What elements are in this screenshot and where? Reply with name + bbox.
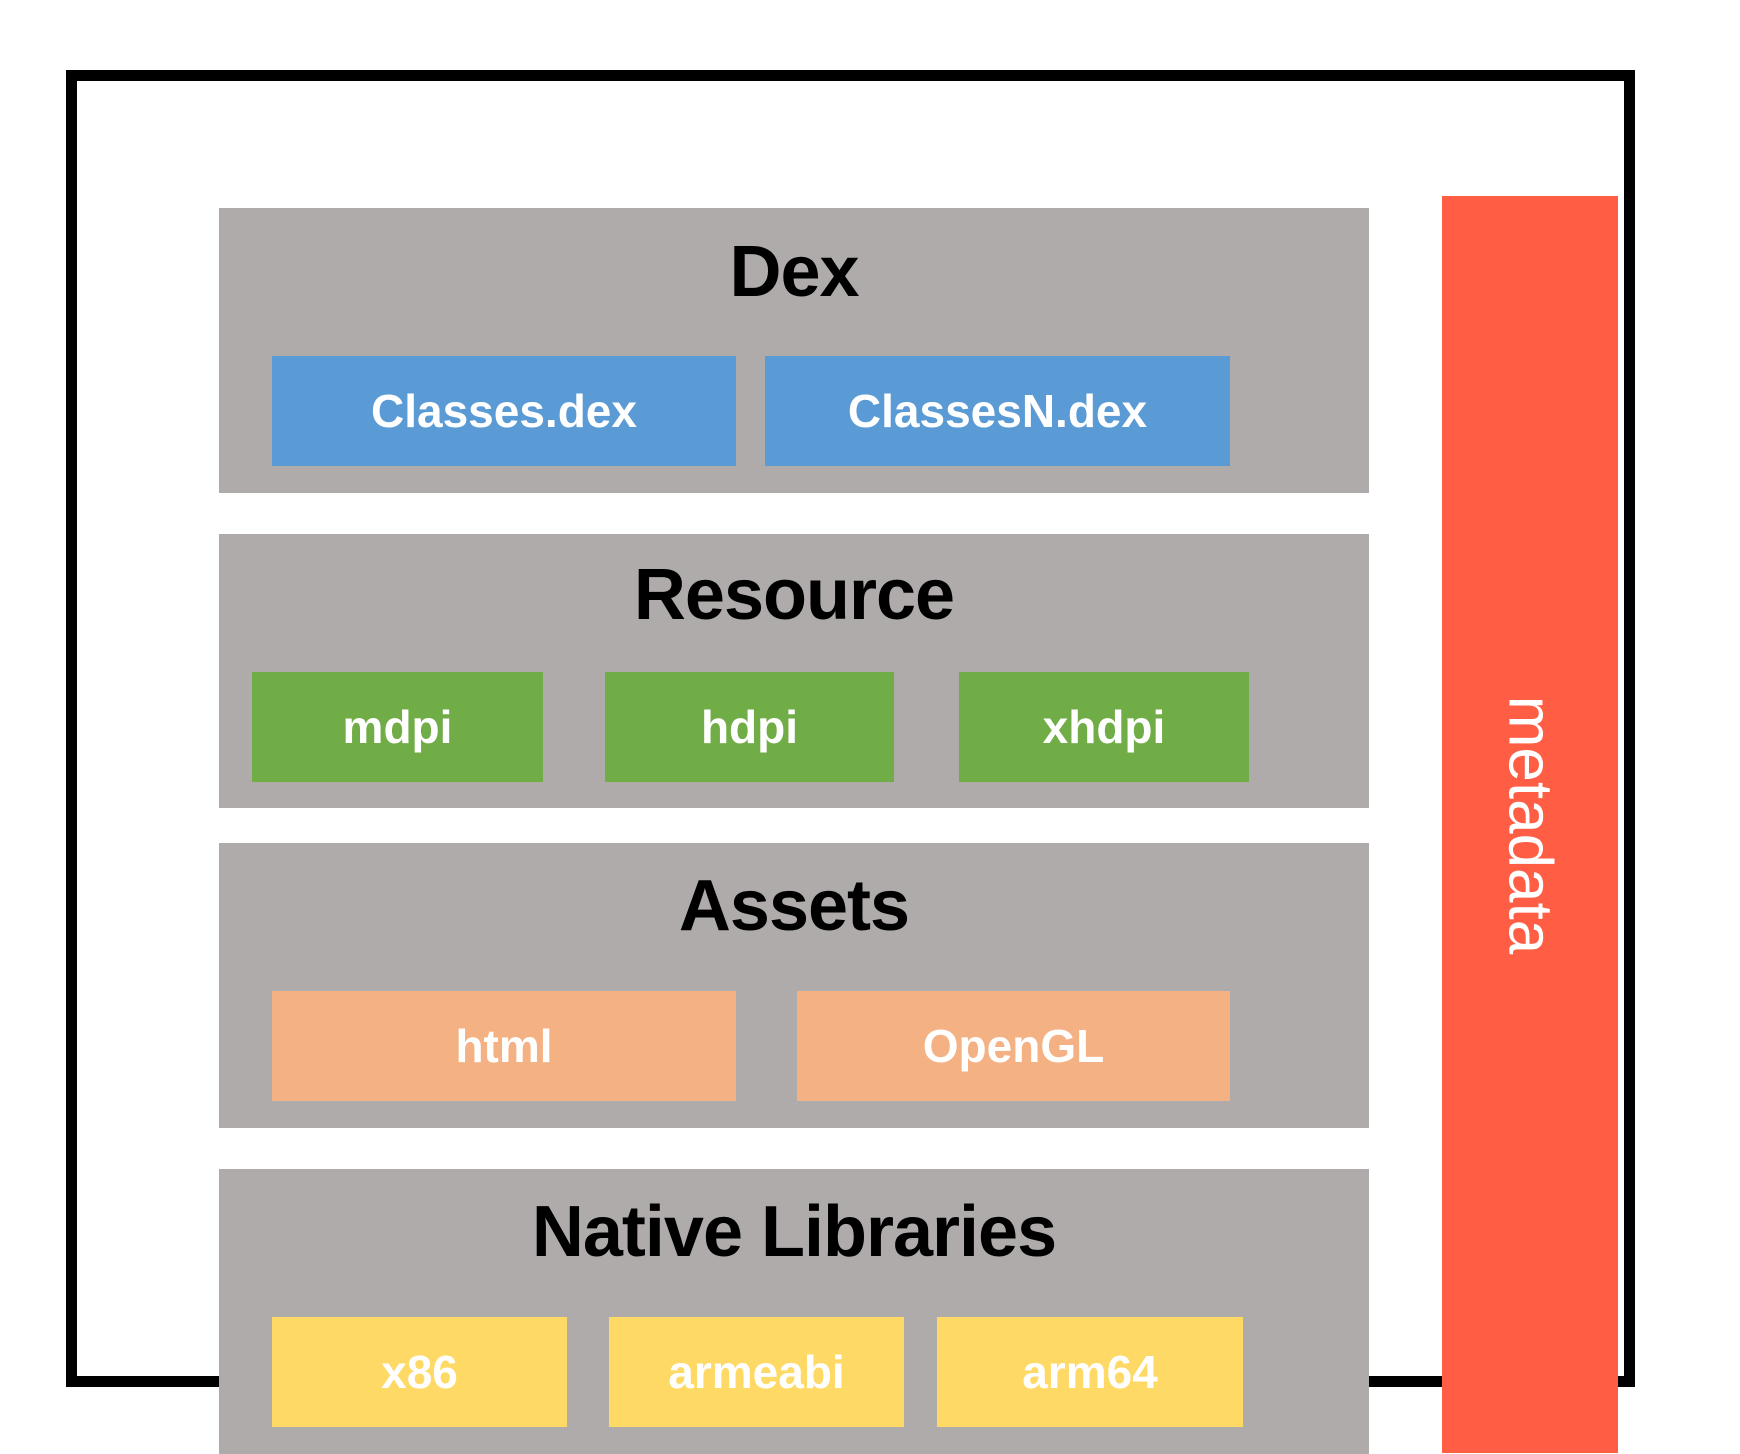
section-dex: Dex Classes.dex ClassesN.dex (219, 208, 1369, 493)
chip-classesn-dex[interactable]: ClassesN.dex (765, 356, 1230, 466)
chip-xhdpi[interactable]: xhdpi (959, 672, 1249, 782)
section-resource-title: Resource (633, 555, 955, 635)
chip-opengl[interactable]: OpenGL (797, 991, 1230, 1101)
metadata-label: metadata (1495, 695, 1565, 954)
section-assets-title: Assets (678, 866, 910, 946)
chip-html[interactable]: html (272, 991, 736, 1101)
chip-hdpi[interactable]: hdpi (605, 672, 894, 782)
section-assets: Assets html OpenGL (219, 843, 1369, 1128)
apk-container-frame: Dex Classes.dex ClassesN.dex Resource md… (66, 70, 1635, 1454)
section-native-libraries: Native Libraries x86 armeabi arm64 (219, 1169, 1369, 1454)
chip-x86[interactable]: x86 (272, 1317, 567, 1427)
chip-mdpi[interactable]: mdpi (252, 672, 543, 782)
section-native-libraries-title: Native Libraries (531, 1192, 1057, 1272)
section-dex-title: Dex (729, 232, 859, 312)
section-resource: Resource mdpi hdpi xhdpi (219, 534, 1369, 808)
metadata-bar[interactable]: metadata (1442, 196, 1618, 1453)
chip-classes-dex[interactable]: Classes.dex (272, 356, 736, 466)
chip-armeabi[interactable]: armeabi (609, 1317, 904, 1427)
chip-arm64[interactable]: arm64 (937, 1317, 1243, 1427)
